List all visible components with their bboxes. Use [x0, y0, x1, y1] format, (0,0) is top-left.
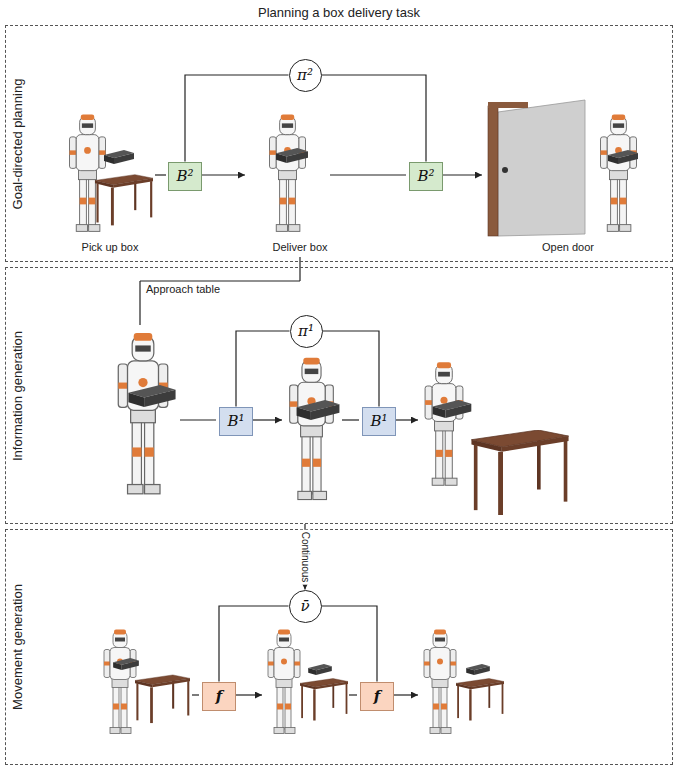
connector	[322, 75, 427, 162]
policy-circle: π²	[289, 59, 322, 92]
flow-line	[155, 174, 166, 175]
door-panel	[498, 100, 585, 236]
flow-arrow	[393, 419, 418, 420]
flow-arrow	[250, 419, 282, 420]
caption-text: Deliver box	[272, 241, 327, 254]
state-box: f	[360, 682, 394, 711]
door-handle	[502, 167, 508, 173]
policy-circle: π¹	[290, 315, 323, 348]
door-frame	[488, 102, 528, 108]
panel-band: Information generation π¹ B¹ B¹	[5, 267, 673, 524]
node-label: π¹	[298, 323, 314, 340]
box-figure	[433, 400, 472, 418]
table-figure	[300, 679, 348, 721]
node-label: π²	[297, 67, 313, 84]
flow-arrow	[198, 174, 245, 175]
node-label: ν̄	[300, 598, 309, 615]
robot-figure	[268, 630, 300, 734]
node-label: B¹	[370, 413, 387, 430]
robot-figure	[424, 630, 456, 734]
caption-text: Approach table	[146, 283, 220, 296]
flow-line	[192, 694, 199, 695]
robot-figure	[70, 114, 106, 231]
box-figure	[128, 385, 175, 407]
box-figure	[276, 148, 308, 163]
node-label: f	[216, 688, 222, 705]
state-box: f	[202, 682, 236, 711]
panel-band: Goal-directed planning π² B² B²	[5, 25, 673, 262]
table-figure	[95, 175, 153, 226]
node-label: f	[374, 688, 380, 705]
connector	[219, 606, 289, 682]
table-figure	[135, 675, 190, 723]
band-label: Information generation	[10, 330, 25, 460]
flow-arrow	[439, 174, 482, 175]
edge-label: Continuous	[299, 529, 311, 584]
caption-text: Open door	[542, 241, 594, 254]
robot-figure	[425, 362, 463, 485]
robot-figure	[118, 333, 167, 494]
band-label: Movement generation	[10, 584, 25, 710]
box-figure	[297, 400, 340, 420]
state-box: B²	[168, 162, 202, 191]
leader-line	[139, 281, 140, 325]
node-label: B¹	[227, 413, 244, 430]
flow-line	[180, 419, 216, 420]
node-label: B²	[176, 168, 193, 185]
robot-figure	[270, 114, 306, 231]
box-figure	[104, 150, 134, 164]
box-figure	[466, 664, 490, 675]
robot-figure	[290, 358, 334, 500]
connector	[185, 75, 289, 162]
box-figure	[308, 664, 332, 675]
connector	[322, 606, 378, 682]
robot-figure	[104, 630, 136, 734]
table-figure	[456, 679, 504, 721]
flow-arrow	[391, 694, 418, 695]
box-figure	[113, 658, 139, 670]
diagram-title: Planning a box delivery task	[0, 5, 678, 20]
state-box: B¹	[219, 407, 253, 436]
flow-line	[330, 174, 406, 175]
connector	[236, 331, 290, 407]
panel-band: Movement generation ν̄ f f	[5, 529, 673, 765]
flow-arrow	[233, 694, 262, 695]
robot-figure	[601, 114, 637, 231]
door-frame	[488, 106, 498, 236]
band-label: Goal-directed planning	[10, 78, 25, 209]
state-box: B¹	[362, 407, 396, 436]
flow-line	[349, 694, 357, 695]
policy-circle: ν̄	[289, 590, 322, 623]
table-figure	[471, 430, 568, 515]
flow-line	[342, 419, 359, 420]
leader-line	[299, 257, 300, 281]
box-figure	[608, 150, 638, 164]
connector	[323, 331, 380, 407]
node-label: B²	[417, 168, 434, 185]
state-box: B²	[409, 162, 443, 191]
leader-line	[140, 280, 300, 281]
caption-text: Pick up box	[82, 241, 139, 254]
